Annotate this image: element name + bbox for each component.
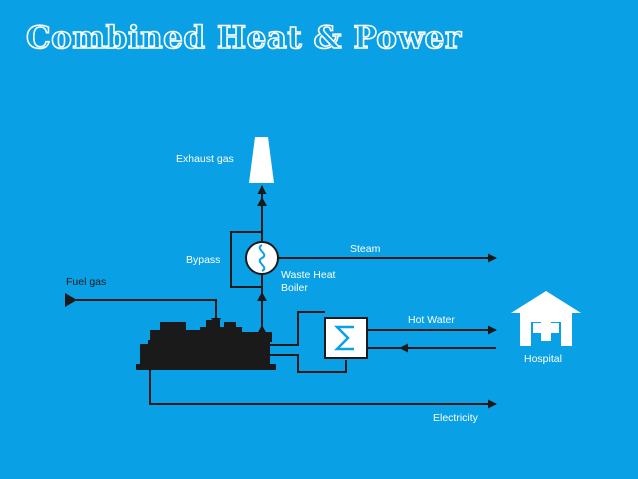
engine-generator-icon: [136, 320, 276, 370]
boiler-coil-icon: [258, 244, 266, 272]
steam-label: Steam: [350, 243, 381, 255]
fuel-gas-line: [70, 299, 217, 322]
bypass-label: Bypass: [186, 254, 220, 266]
hospital-icon: [511, 291, 581, 346]
boiler-label: Boiler: [281, 282, 308, 294]
slide-title: Combined Heat & Power: [25, 19, 462, 57]
arrow-head-icon: [257, 325, 267, 334]
fuel-gas-label: Fuel gas: [66, 276, 106, 288]
arrow-head-icon: [257, 197, 267, 206]
fuel-inlet-arrow-icon: [65, 293, 77, 307]
electricity-line: [149, 370, 497, 409]
bypass-line: [230, 231, 262, 288]
waste-heat-label: Waste Heat: [281, 269, 336, 281]
heat-exchanger-icon: [324, 317, 368, 359]
hospital-label: Hospital: [524, 353, 562, 365]
heat-recovery-line-bottom: [270, 354, 347, 373]
heat-exchanger-symbol-icon: [333, 325, 354, 351]
arrow-head-icon: [257, 292, 267, 301]
exhaust-gas-label: Exhaust gas: [176, 153, 234, 165]
heat-recovery-line-top: [270, 311, 325, 346]
electricity-label: Electricity: [433, 412, 479, 424]
hot-water-label: Hot Water: [408, 314, 455, 326]
exhaust-stack-icon: [249, 137, 274, 183]
